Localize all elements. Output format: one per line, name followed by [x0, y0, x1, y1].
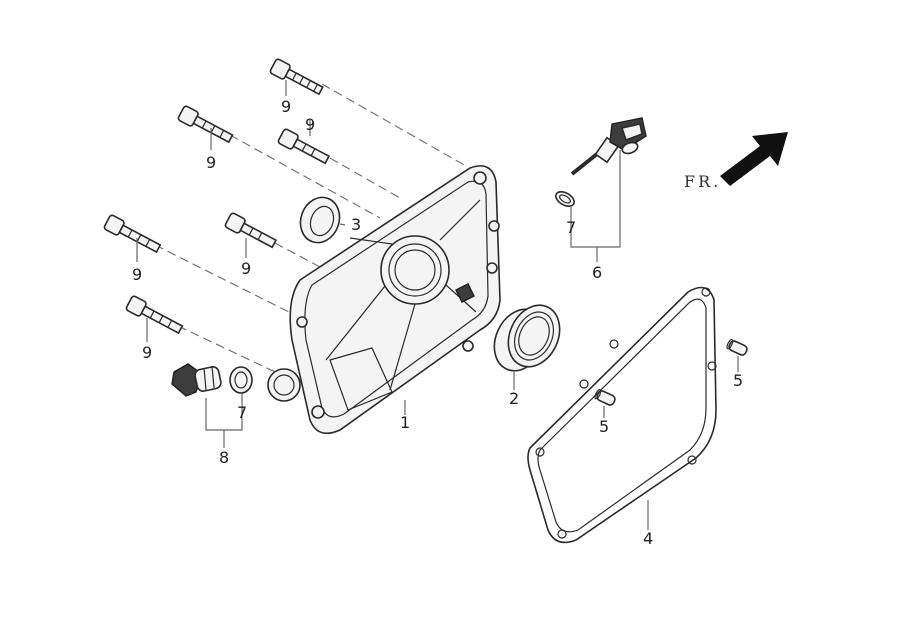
cover-ribs [325, 199, 481, 411]
callout-bearing: 2 [509, 389, 519, 408]
drain-plug [171, 363, 222, 397]
callout-gasket: 4 [643, 529, 653, 548]
callout-bolt-2: 9 [206, 153, 216, 172]
front-direction-indicator: FR. [684, 132, 788, 191]
gasket [527, 286, 717, 544]
cover-bolt-bosses [296, 171, 500, 419]
front-direction-arrow-icon [720, 132, 788, 186]
o-ring-filler [555, 190, 575, 208]
callout-dowel-pin-upper: 5 [733, 371, 743, 390]
callout-dowel-pin-lower: 5 [599, 417, 609, 436]
dowel-pin-upper [726, 338, 748, 356]
o-ring-drain [229, 366, 253, 394]
callout-bolt-3: 9 [305, 115, 315, 134]
callout-drain-plug-assy: 8 [219, 448, 229, 467]
bearing [493, 304, 561, 372]
bolt-3 [277, 128, 331, 165]
callout-bolt-1: 9 [281, 97, 291, 116]
bolt-2 [177, 105, 234, 144]
crankcase-cover [267, 165, 501, 435]
dowel-pin-lower [594, 388, 616, 406]
cover-filler-neck [267, 368, 301, 402]
callout-oil-filler-cap-assy: 6 [592, 263, 602, 282]
oil-filler-cap [570, 117, 647, 176]
bolt-4 [224, 212, 278, 249]
callout-oil-seal: 3 [351, 215, 361, 234]
bolt-6 [125, 295, 184, 335]
leader-lines [136, 80, 739, 530]
oil-seal [299, 196, 341, 244]
bolt-1 [269, 58, 324, 96]
callout-bolt-5: 9 [132, 265, 142, 284]
callout-o-ring-drain: 7 [237, 403, 247, 422]
callout-bolt-6: 9 [142, 343, 152, 362]
callout-crankcase-cover: 1 [400, 413, 410, 432]
orientation-label: FR. [684, 172, 721, 191]
bolt-5 [103, 214, 162, 254]
callout-bolt-4: 9 [241, 259, 251, 278]
callout-labels: 1 2 3 4 5 5 6 7 7 8 9 9 9 9 9 9 [132, 97, 743, 548]
callout-o-ring-filler: 7 [566, 218, 576, 237]
